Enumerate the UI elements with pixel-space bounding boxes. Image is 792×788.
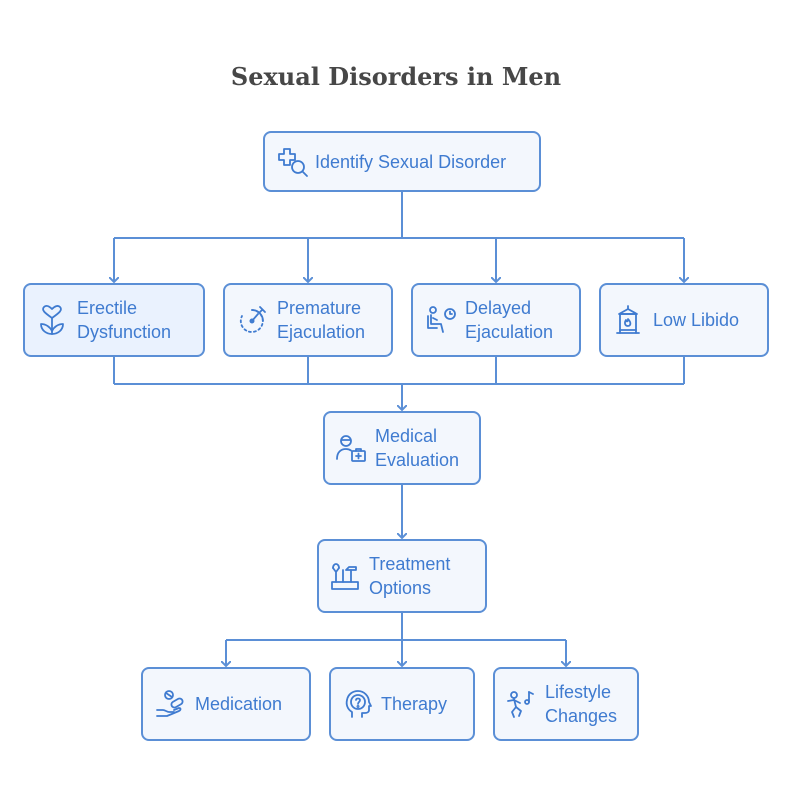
node-treatment-options[interactable]: Treatment Options [317, 539, 487, 613]
node-delayed-ejaculation[interactable]: Delayed Ejaculation [411, 283, 581, 357]
node-label: Premature Ejaculation [277, 298, 366, 342]
toolbox-icon [329, 560, 361, 592]
node-premature-ejaculation[interactable]: Premature Ejaculation [223, 283, 393, 357]
head-question-icon [343, 688, 373, 720]
node-label: Identify Sexual Disorder [315, 151, 507, 172]
node-medication[interactable]: Medication [141, 667, 311, 741]
node-label: Medical Evaluation [375, 426, 460, 470]
node-label: Lifestyle Changes [545, 682, 618, 726]
node-identify-sexual-disorder[interactable]: Identify Sexual Disorder [263, 131, 541, 192]
node-label: Erectile Dysfunction [77, 298, 172, 342]
person-waiting-clock-icon [425, 304, 457, 336]
medical-search-icon [277, 146, 309, 178]
node-label: Therapy [381, 694, 448, 714]
node-label: Delayed Ejaculation [465, 298, 554, 342]
hand-pills-icon [155, 688, 187, 720]
node-label: Treatment Options [369, 554, 451, 598]
node-label: Medication [195, 694, 283, 714]
node-lifestyle-changes[interactable]: Lifestyle Changes [493, 667, 639, 741]
stopwatch-icon [237, 304, 267, 336]
dancing-person-music-icon [505, 688, 537, 720]
doctor-medkit-icon [335, 432, 367, 464]
node-medical-evaluation[interactable]: Medical Evaluation [323, 411, 481, 485]
node-label: Low Libido [653, 310, 740, 330]
node-low-libido[interactable]: Low Libido [599, 283, 769, 357]
diagram-title: Sexual Disorders in Men [230, 62, 562, 91]
heart-flower-icon [37, 304, 67, 336]
node-therapy[interactable]: Therapy [329, 667, 475, 741]
node-erectile-dysfunction[interactable]: Erectile Dysfunction [23, 283, 205, 357]
lantern-flame-icon [613, 304, 643, 336]
